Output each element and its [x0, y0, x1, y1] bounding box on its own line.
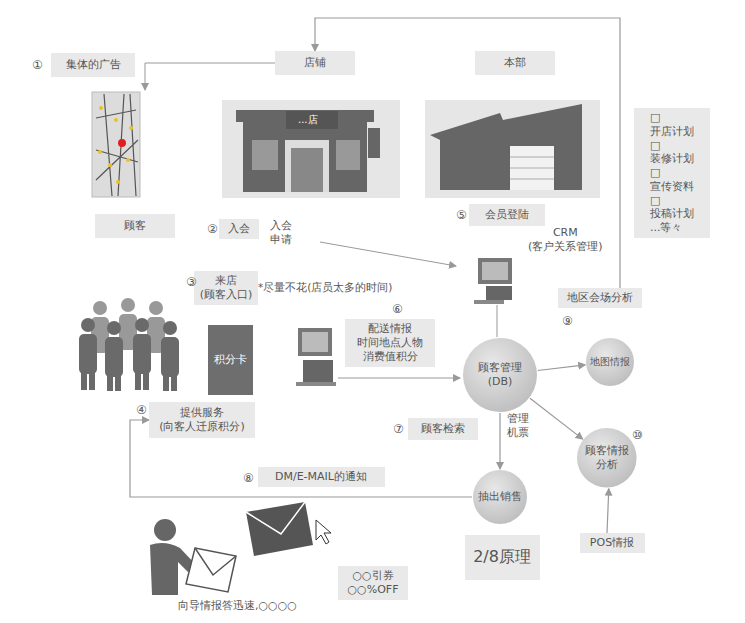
- connector: [607, 489, 609, 533]
- callout-number: ②: [207, 222, 218, 237]
- node-text: □开店计划 □装修计划 □宣传资料 □投稿计划 ...等々: [650, 111, 694, 235]
- node-text: 2/8原理: [473, 547, 531, 567]
- connector: [530, 398, 583, 439]
- caption-text: 向导情报答迅速,○○○○: [178, 599, 297, 613]
- leader-line: [338, 378, 460, 379]
- node-text: POS情报: [590, 536, 634, 550]
- area-analysis-box: 地区会场分析: [558, 288, 642, 308]
- callout-number: ⑨: [562, 314, 573, 329]
- connector: [538, 365, 586, 371]
- circle-shape: [473, 470, 527, 524]
- store-box: 店铺: [275, 51, 355, 75]
- search-box: 顾客检索: [408, 418, 478, 440]
- node-text: 顾客管理 (DB): [478, 361, 522, 389]
- checklist-box: □开店计划 □装修计划 □宣传资料 □投稿计划 ...等々: [634, 108, 710, 238]
- system-label: CRM (客户关系管理): [528, 226, 603, 254]
- analysis-circle: 顾客情报分析: [576, 427, 638, 489]
- register-box: 会员登陆: [469, 204, 545, 226]
- node-text: 会员登陆: [485, 208, 529, 222]
- callout-number: ①: [32, 58, 43, 73]
- pos-box: POS情报: [580, 533, 645, 553]
- node-text: 店铺: [304, 56, 326, 70]
- callout-number: ⑥: [392, 302, 403, 317]
- map-info-circle: 地图情报: [585, 337, 635, 387]
- sales-circle: 抽出销售: [472, 469, 528, 525]
- customer-box: 顾客: [95, 214, 175, 238]
- node-text: 顾客检索: [421, 422, 465, 436]
- ad-box: 集体的广告: [51, 53, 135, 77]
- node-text: 地图情报: [590, 356, 630, 369]
- node-text: 抽出销售: [478, 490, 522, 504]
- callout-number: ④: [136, 403, 147, 418]
- db-circle: 顾客管理 (DB): [462, 337, 538, 413]
- coupon-box: ○○引券 ○○%OFF: [338, 566, 408, 600]
- edge-label: 管理 机票: [507, 412, 529, 440]
- node-text: 顾客情报分析: [584, 444, 630, 472]
- people-illustration: [79, 298, 179, 391]
- service-box: 提供服务 (向客人迁原积分): [149, 402, 255, 438]
- node-text: ○○引券 ○○%OFF: [348, 569, 399, 597]
- delivery-info-box: 配送情报 时间地点人物 消费值积分: [345, 319, 435, 366]
- map-illustration: [92, 92, 140, 197]
- node-text: 顾客: [124, 219, 146, 233]
- callout-number: ③: [186, 275, 197, 290]
- node-text: DM/E-MAIL的通知: [275, 470, 367, 484]
- join-box: 入会: [219, 219, 259, 239]
- node-text: 来店 (顾客入口): [200, 274, 253, 302]
- visit-box: 来店 (顾客入口): [194, 271, 259, 305]
- callout-number: ⑤: [456, 208, 467, 223]
- node-text: 提供服务 (向客人迁原积分): [159, 406, 245, 434]
- circle-shape: [577, 428, 637, 488]
- node-text: 本部: [504, 56, 526, 70]
- circle-shape: [586, 338, 634, 386]
- node-text: 入会: [228, 222, 250, 236]
- mail-illustration: [150, 502, 331, 595]
- point-card: 积分卡: [208, 325, 253, 395]
- circle-shape: [463, 338, 537, 412]
- node-text: 地区会场分析: [567, 291, 633, 305]
- headquarters-illustration: [425, 100, 600, 198]
- leader-line: [145, 63, 275, 90]
- leader-line: [497, 305, 498, 337]
- principle-box: 2/8原理: [465, 535, 540, 580]
- sign-text: ...店: [298, 114, 318, 127]
- leader-line: [320, 242, 456, 266]
- note-text: 入会 申请: [270, 219, 292, 247]
- connector: [315, 18, 620, 288]
- node-text: 集体的广告: [66, 58, 121, 72]
- connector: [499, 413, 500, 469]
- node-text: 积分卡: [214, 353, 247, 367]
- node-text: 配送情报 时间地点人物 消费值积分: [357, 322, 423, 363]
- note-text: *尽量不花(店员太多的时间): [258, 281, 392, 294]
- dm-box: DM/E-MAIL的通知: [258, 467, 385, 487]
- hq-box: 本部: [475, 51, 555, 75]
- callout-number: ⑦: [393, 422, 404, 437]
- pos-computer: [296, 328, 336, 386]
- store-illustration: [222, 100, 400, 198]
- callout-number: ⑩: [632, 428, 643, 443]
- crm-computer: [474, 258, 512, 304]
- callout-number: ⑧: [243, 471, 254, 486]
